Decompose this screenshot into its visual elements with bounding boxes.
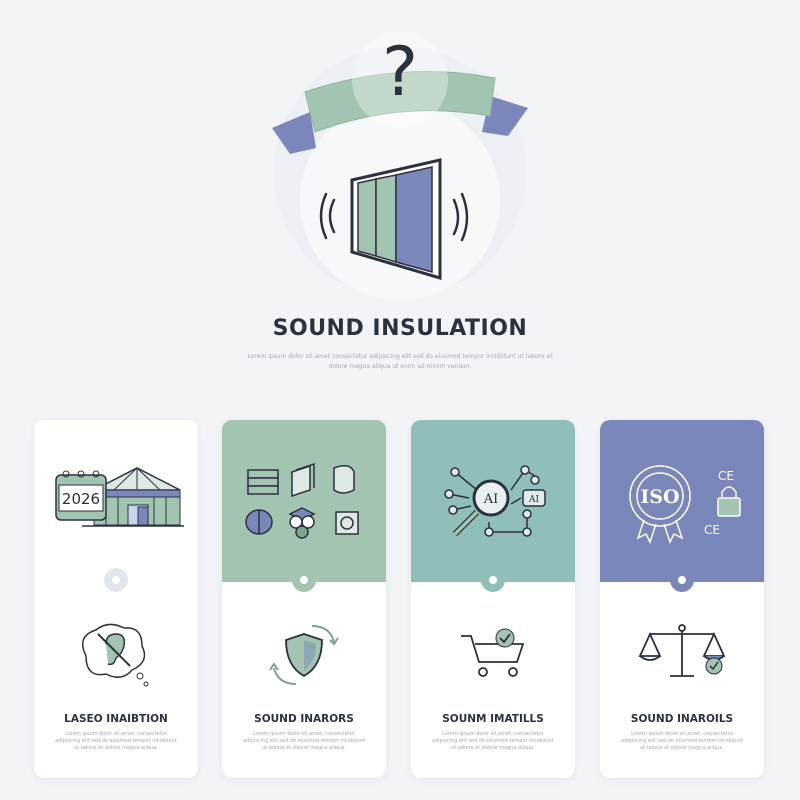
no-hearing-thought-icon [81, 623, 149, 687]
card-4: ISO CE CE SOUND INAROILS Lorem ipsum dol… [600, 420, 764, 778]
hero-illustration: ? [272, 32, 528, 300]
card-body: Lorem ipsum dolor sit amet, consectetur … [621, 731, 743, 751]
ai-search-network-icon: AI AI [444, 465, 546, 537]
ribbon-banner [272, 32, 528, 154]
page-title: SOUND INSULATION [272, 316, 528, 341]
question-mark-icon: ? [382, 33, 418, 112]
ai-chip-label: AI [528, 495, 539, 505]
card-connector-dot [670, 568, 694, 592]
card-2: SOUND INARORS Lorem ipsum dolor sit amet… [222, 420, 386, 778]
card-title: SOUND INAROILS [630, 713, 734, 725]
card-title: LASEO INAIBTION [64, 713, 168, 725]
card-body: Lorem ipsum dolor sit amet, consectetur … [55, 731, 177, 751]
calendar-building-icon: 2026 [55, 467, 184, 527]
iso-label: ISO [640, 486, 679, 508]
ce-mark-bottom: CE [704, 523, 720, 537]
shield-refresh-icon [269, 625, 339, 685]
calendar-year: 2026 [62, 490, 100, 508]
shopping-cart-check-icon [461, 628, 525, 677]
page-subtitle: Lorem ipsum dolor sit amet consectetur a… [247, 353, 553, 370]
card-title: SOUND INARORS [254, 713, 354, 725]
card-1: 2026 LASEO INAIBTION Lorem ipsum dolor s… [34, 420, 198, 778]
ai-label: AI [483, 492, 499, 507]
iso-certification-icon: ISO CE CE [629, 465, 741, 544]
card-3: AI AI SOUNM IMATILLS Lorem ipsum dolor s… [411, 420, 575, 778]
materials-grid-icon [245, 462, 359, 539]
card-connector-dot [481, 568, 505, 592]
card-body: Lorem ipsum dolor sit amet, consectetur … [243, 731, 365, 751]
card-body: Lorem ipsum dolor sit amet, consectetur … [432, 731, 554, 751]
card-connector-dot [104, 568, 128, 592]
card-title: SOUNM IMATILLS [442, 713, 544, 725]
speaker-panel-icon [319, 158, 469, 281]
card-connector-dot [292, 568, 316, 592]
card-header [222, 420, 386, 582]
balance-scale-check-icon [638, 624, 726, 677]
ce-mark-top: CE [718, 469, 734, 483]
